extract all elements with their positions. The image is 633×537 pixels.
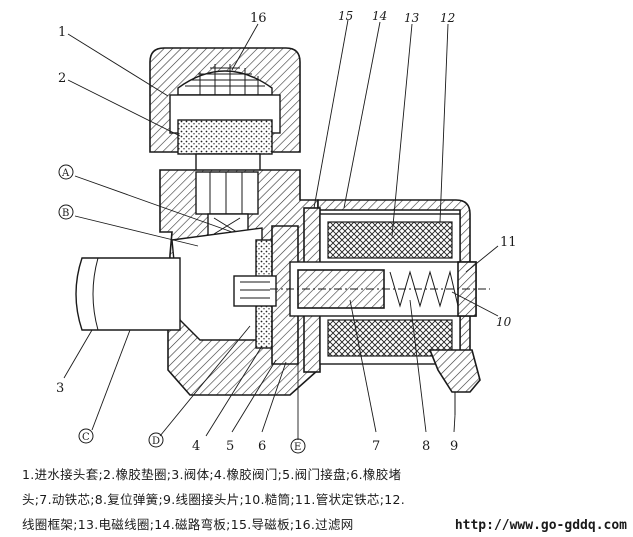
label-E: E: [294, 442, 301, 453]
coil-upper: [327, 221, 453, 259]
rubber-washer: [177, 119, 273, 155]
watermark-url: http://www.go-gddq.com: [454, 518, 627, 533]
label-5: 5: [226, 439, 234, 454]
label-B: B: [62, 208, 69, 219]
part-number-labels: 1 2 3 4 5 6 7 8 9 10 11 12 13 14 15 16: [56, 9, 517, 454]
label-D: D: [152, 436, 160, 447]
label-2: 2: [58, 71, 66, 86]
leader-lines: [63, 19, 499, 440]
label-10: 10: [496, 315, 512, 329]
label-16: 16: [250, 11, 267, 26]
valve-drawing: [75, 47, 490, 415]
circled-letter-labels: A B C D E: [58, 164, 306, 454]
label-12: 12: [440, 11, 455, 25]
label-1: 1: [58, 25, 66, 40]
label-15: 15: [338, 9, 353, 23]
coil-terminal: [428, 349, 481, 393]
label-8: 8: [422, 439, 430, 454]
label-C: C: [82, 432, 90, 443]
label-4: 4: [192, 439, 200, 454]
label-11: 11: [500, 235, 517, 250]
caption-line-1: 1.进水接头套;2.橡胶垫圈;3.阀体;4.橡胶阀门;5.阀门接盘;6.橡胶堵: [22, 467, 402, 482]
label-13: 13: [404, 11, 420, 25]
parts-legend-caption: 1.进水接头套;2.橡胶垫圈;3.阀体;4.橡胶阀门;5.阀门接盘;6.橡胶堵 …: [22, 462, 622, 537]
caption-line-3: 线圈框架;13.电磁线圈;14.磁路弯板;15.导磁板;16.过滤网: [22, 517, 354, 532]
caption-line-2: 头;7.动铁芯;8.复位弹簧;9.线圈接头片;10.糙筒;11.管状定铁芯;12…: [22, 492, 405, 507]
label-7: 7: [372, 439, 380, 454]
label-14: 14: [372, 9, 387, 23]
filter-screen-dome: [177, 70, 273, 96]
inlet-pipe: [75, 257, 181, 331]
label-6: 6: [258, 439, 266, 454]
label-9: 9: [450, 439, 458, 454]
label-3: 3: [56, 381, 64, 396]
label-A: A: [61, 168, 70, 179]
